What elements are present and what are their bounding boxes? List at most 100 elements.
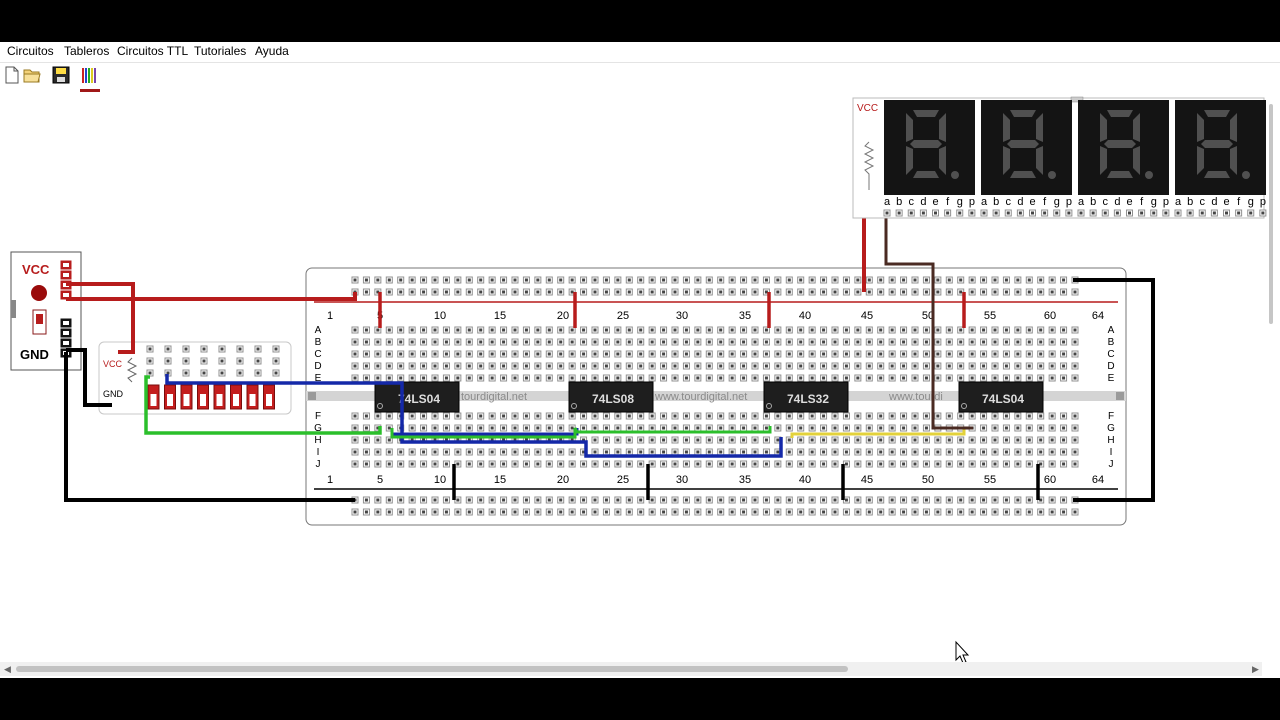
column-number-bottom: 40 — [799, 474, 811, 486]
column-number-top: 45 — [861, 310, 873, 322]
row-letter: I — [317, 447, 320, 458]
segment-label: p — [1260, 196, 1266, 208]
segment-label: e — [1126, 196, 1132, 208]
brown-wire[interactable] — [884, 210, 973, 430]
scroll-right-arrow-icon[interactable]: ▶ — [1252, 664, 1259, 674]
segment-label: d — [1017, 196, 1023, 208]
column-number-top: 64 — [1092, 310, 1104, 322]
vcc-wire-breadboard[interactable] — [66, 292, 357, 301]
green-wire-b[interactable] — [390, 426, 772, 439]
column-number-top: 25 — [617, 310, 629, 322]
menu-tableros[interactable]: Tableros — [64, 44, 110, 58]
vcc-terminal[interactable] — [59, 259, 73, 301]
segment-label: b — [1090, 196, 1096, 208]
new-file-icon[interactable] — [3, 66, 21, 84]
row-letter: B — [315, 337, 322, 348]
vcc-wire-dip[interactable] — [66, 282, 135, 354]
segment-label: e — [932, 196, 938, 208]
segment-label: e — [1029, 196, 1035, 208]
column-number-bottom: 10 — [434, 474, 446, 486]
segment-label: c — [1103, 196, 1109, 208]
segment-label: a — [981, 196, 988, 208]
segment-label: p — [1066, 196, 1072, 208]
row-letter: C — [1107, 349, 1114, 360]
yellow-wire[interactable] — [790, 428, 966, 438]
open-folder-icon[interactable] — [23, 66, 41, 84]
column-number-top: 40 — [799, 310, 811, 322]
resistor-icon — [126, 357, 138, 383]
horizontal-scrollbar[interactable]: ◀ ▶ — [0, 662, 1262, 676]
column-number-bottom: 64 — [1092, 474, 1104, 486]
segment-label: b — [896, 196, 902, 208]
segment-label: a — [1078, 196, 1085, 208]
ic-chip-74ls04-4[interactable]: 74LS04 — [958, 381, 1044, 413]
chip-label: 74LS08 — [592, 392, 634, 406]
menu-tutoriales[interactable]: Tutoriales — [194, 44, 247, 58]
dip-vcc-label: VCC — [103, 359, 123, 369]
blue-wire[interactable] — [165, 374, 783, 458]
segment-label: g — [1248, 196, 1254, 208]
column-number-top: 20 — [557, 310, 569, 322]
horizontal-scroll-thumb[interactable] — [16, 666, 848, 672]
column-number-top: 35 — [739, 310, 751, 322]
menu-circuitos[interactable]: Circuitos — [7, 44, 54, 58]
watermark-2: www.tourdigital.net — [654, 391, 747, 403]
row-letter: F — [315, 411, 321, 422]
gnd-wire-dip[interactable] — [66, 348, 112, 407]
row-letter: D — [314, 361, 321, 372]
watermark-3: www.tourdi — [888, 391, 943, 403]
save-icon[interactable] — [52, 66, 70, 84]
segment-label: c — [909, 196, 915, 208]
scroll-left-arrow-icon[interactable]: ◀ — [4, 664, 11, 674]
row-letter: C — [314, 349, 321, 360]
menu-ayuda[interactable]: Ayuda — [255, 44, 289, 58]
color-bars-icon[interactable] — [80, 66, 100, 92]
vertical-scroll-thumb[interactable] — [1269, 104, 1273, 324]
ic-chip-74ls32-3[interactable]: 74LS32 — [763, 381, 849, 413]
column-number-bottom: 35 — [739, 474, 751, 486]
segment-label: d — [1211, 196, 1217, 208]
segment-label: c — [1200, 196, 1206, 208]
segment-label: a — [884, 196, 891, 208]
ic-chip-74ls08-2[interactable]: 74LS08 — [568, 381, 654, 413]
row-letter: E — [315, 373, 322, 384]
segment-label: d — [1114, 196, 1120, 208]
row-letter: B — [1108, 337, 1115, 348]
segment-label: f — [946, 196, 950, 208]
column-number-bottom: 50 — [922, 474, 934, 486]
segment-label: e — [1223, 196, 1229, 208]
column-number-bottom: 45 — [861, 474, 873, 486]
column-number-bottom: 25 — [617, 474, 629, 486]
column-number-top: 15 — [494, 310, 506, 322]
segment-label: c — [1006, 196, 1012, 208]
column-number-bottom: 30 — [676, 474, 688, 486]
chip-label: 74LS04 — [982, 392, 1024, 406]
vertical-scrollbar[interactable] — [1266, 100, 1276, 660]
gnd-wire-breadboard[interactable] — [64, 352, 355, 502]
ic-chip-74ls04-1[interactable]: 74LS04 — [374, 381, 460, 413]
chip-label: 74LS32 — [787, 392, 829, 406]
row-letter: D — [1107, 361, 1114, 372]
column-number-top: 10 — [434, 310, 446, 322]
power-supply: VCC GND — [10, 251, 82, 371]
menu-circuitos-ttl[interactable]: Circuitos TTL — [117, 44, 189, 58]
column-number-bottom: 20 — [557, 474, 569, 486]
chip-label: 74LS04 — [398, 392, 440, 406]
seven-segment-digit-4 — [1175, 100, 1266, 195]
segment-label: b — [1187, 196, 1193, 208]
power-led — [31, 285, 47, 301]
green-wire-a[interactable] — [144, 375, 382, 435]
row-letter: A — [1108, 325, 1115, 336]
column-number-top: 60 — [1044, 310, 1056, 322]
gnd-wire-right[interactable] — [1073, 278, 1155, 502]
column-number-top: 1 — [327, 310, 333, 322]
column-number-top: 55 — [984, 310, 996, 322]
row-letter: G — [314, 423, 322, 434]
row-letter: F — [1108, 411, 1114, 422]
menu-bar: Circuitos Tableros Circuitos TTL Tutoria… — [0, 42, 1280, 63]
segment-label: a — [1175, 196, 1182, 208]
segment-label: p — [1163, 196, 1169, 208]
app-window: Circuitos Tableros Circuitos TTL Tutoria… — [0, 42, 1280, 678]
